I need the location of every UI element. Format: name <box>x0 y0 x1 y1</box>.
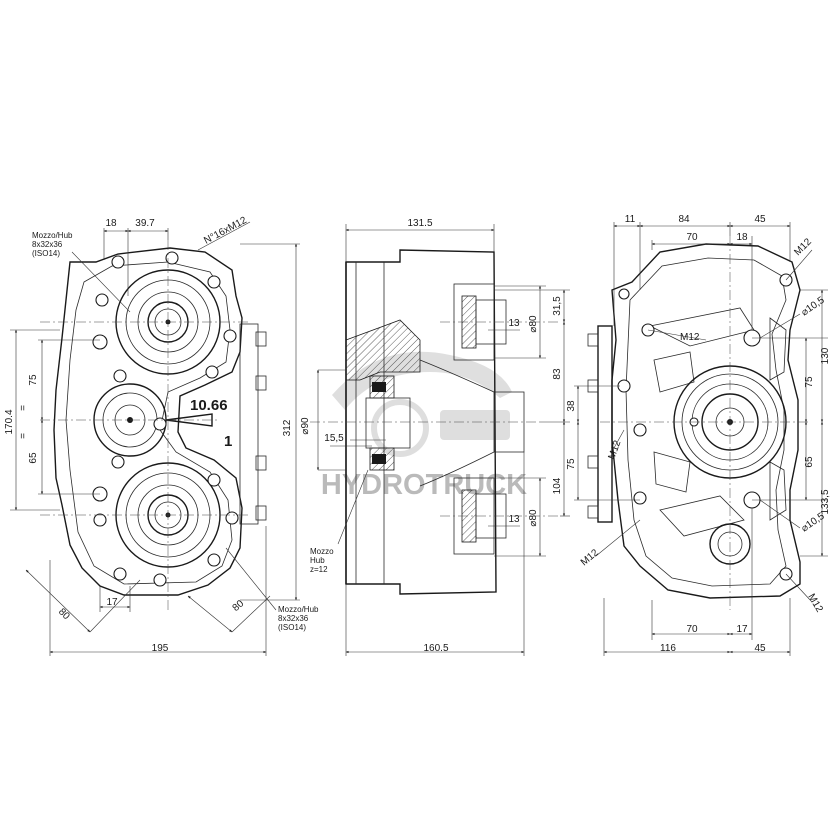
right-dimension-lines <box>574 222 828 656</box>
left-dim-39-7: 39.7 <box>135 218 155 229</box>
left-dim-80-left: 80 <box>56 606 72 622</box>
left-hub-bottom-line1: Mozzo/Hub <box>278 605 319 614</box>
right-m12-bottom-left: M12 <box>579 547 601 568</box>
middle-hub-line2: Hub <box>310 556 325 565</box>
left-dim-18: 18 <box>105 218 117 229</box>
left-hub-bottom-line2: 8x32x36 <box>278 614 309 623</box>
watermark-text: HYDROTRUCK <box>321 469 527 501</box>
middle-dim-80-bottom: ⌀80 <box>528 509 539 527</box>
middle-upper-shaft <box>440 283 560 361</box>
right-flange-plate <box>597 325 613 523</box>
middle-dimension-lines <box>316 224 570 656</box>
middle-dim-104: 104 <box>552 477 563 494</box>
right-dim-116: 116 <box>660 643 676 654</box>
right-dim-75-left: 75 <box>566 458 577 470</box>
left-stud-3 <box>255 455 267 471</box>
right-dim-45: 45 <box>754 214 766 225</box>
left-dim-17: 17 <box>106 597 118 608</box>
right-inner-outline <box>625 257 787 587</box>
middle-hub-line3: z=12 <box>310 565 328 574</box>
left-housing-outline <box>53 247 243 596</box>
middle-dim-13-bottom: 13 <box>508 514 520 525</box>
left-hub-top-line2: 8x32x36 <box>32 240 63 249</box>
watermark-gear <box>371 399 429 457</box>
right-dim-17-bottom: 17 <box>736 624 748 635</box>
left-equal-bottom: = <box>18 433 29 439</box>
right-m12-bottom-right: M12 <box>805 592 824 615</box>
left-hub-top-line1: Mozzo/Hub <box>32 231 73 240</box>
middle-dim-31-5: 31,5 <box>552 296 563 316</box>
right-holes <box>617 273 793 581</box>
left-hub-top-line3: (ISO14) <box>32 249 60 258</box>
left-bolt-holes <box>92 251 239 587</box>
right-dim-70: 70 <box>686 232 698 243</box>
left-stud-2 <box>255 375 267 391</box>
right-dim-130: 130 <box>820 347 831 364</box>
left-stud-4 <box>255 505 267 521</box>
watermark-truck <box>440 410 510 440</box>
left-dim-80-right: 80 <box>231 598 247 614</box>
left-inner-outline <box>65 261 233 585</box>
right-dim-11: 11 <box>625 214 636 225</box>
middle-input-assembly <box>310 319 540 487</box>
right-dim-18: 18 <box>736 232 748 243</box>
right-dim-38: 38 <box>566 400 577 412</box>
left-dim-65: 65 <box>28 452 39 464</box>
right-dim-84: 84 <box>678 214 690 225</box>
middle-dim-80-top: ⌀80 <box>528 315 539 333</box>
right-dim-133-5: 133,5 <box>820 489 831 514</box>
right-dim-65-right: 65 <box>804 456 815 468</box>
left-dim-195: 195 <box>152 643 169 654</box>
left-equal-top: = <box>18 405 29 411</box>
right-hole-10-5-top: ⌀10,5 <box>799 295 827 319</box>
right-view: 11 84 45 70 18 M12 ⌀10,5 130 75 65 133,5… <box>566 214 831 656</box>
middle-housing-outline <box>345 249 497 595</box>
left-dim-75: 75 <box>28 374 39 386</box>
left-stud-1 <box>255 331 267 347</box>
left-dim-312: 312 <box>282 419 293 436</box>
middle-dim-15-5: 15,5 <box>324 433 344 444</box>
middle-dim-13-top: 13 <box>508 318 520 329</box>
right-stud-1 <box>587 333 599 347</box>
middle-dim-90-value: ⌀90 <box>300 417 311 435</box>
middle-dim-160-5: 160.5 <box>423 643 448 654</box>
left-view: 18 39.7 N°16xM12 312 170.4 = = 75 65 195… <box>4 215 319 656</box>
right-housing-outline <box>611 243 801 599</box>
left-ratio-label: 10.66 <box>190 397 228 414</box>
right-dim-75-right: 75 <box>804 376 815 388</box>
middle-view: 131.5 160.5 ⌀90 15,5 13 13 ⌀80 ⌀80 31,5 … <box>300 218 570 656</box>
right-stud-3 <box>587 455 599 469</box>
left-dim-170-4: 170.4 <box>4 409 15 434</box>
middle-hub-line1: Mozzo <box>310 547 334 556</box>
right-m12-inner: M12 <box>680 332 700 343</box>
right-dim-70-bottom: 70 <box>686 624 698 635</box>
left-hub-bottom-line3: (ISO14) <box>278 623 306 632</box>
left-dimension-lines <box>10 221 300 656</box>
left-flange-plate <box>239 323 259 525</box>
right-stud-4 <box>587 505 599 519</box>
middle-dim-83: 83 <box>552 368 563 380</box>
right-dim-45-bottom: 45 <box>754 643 766 654</box>
right-m12-top: M12 <box>792 236 814 258</box>
right-m12-left: M12 <box>606 439 623 461</box>
middle-dim-131-5: 131.5 <box>407 218 432 229</box>
left-ratio-index: 1 <box>224 433 232 450</box>
left-bolt-spec: N°16xM12 <box>202 215 249 247</box>
middle-lower-shaft <box>440 477 560 555</box>
